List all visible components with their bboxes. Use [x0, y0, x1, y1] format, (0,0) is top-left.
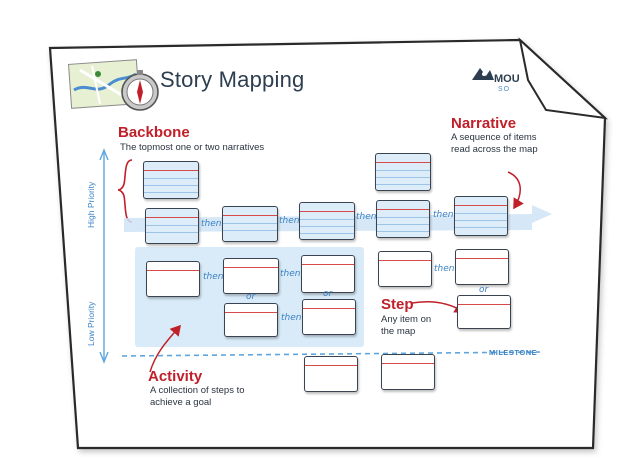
- page-title: Story Mapping: [160, 67, 305, 92]
- compass-icon: [121, 70, 159, 111]
- then-connector: then: [203, 272, 224, 282]
- then-connector: then: [433, 210, 454, 220]
- story-card: [299, 202, 355, 240]
- brand-name: MOU: [494, 73, 520, 85]
- story-card: [302, 299, 356, 335]
- then-connector: then: [280, 269, 301, 279]
- then-connector: then: [356, 212, 377, 222]
- then-connector: then: [281, 313, 302, 323]
- narrative-description-line1: A sequence of items: [451, 132, 537, 143]
- story-card: [454, 196, 508, 236]
- activity-heading: Activity: [148, 368, 203, 385]
- brand-subtitle: SO: [498, 86, 511, 93]
- story-card: [146, 261, 200, 297]
- backbone-description: The topmost one or two narratives: [120, 142, 265, 153]
- milestone-label: MILESTONE: [489, 348, 538, 357]
- story-card: [223, 258, 279, 294]
- or-connector: or: [323, 289, 333, 299]
- story-card: [375, 153, 431, 191]
- story-card: [304, 356, 358, 392]
- activity-arrow: [149, 324, 181, 373]
- then-connector: then: [201, 219, 222, 229]
- activity-description-line1: A collection of steps to: [150, 385, 245, 396]
- story-card: [143, 161, 199, 199]
- narrative-heading: Narrative: [451, 115, 517, 132]
- story-card: [145, 208, 199, 244]
- story-card: [301, 255, 355, 293]
- step-description-line1: Any item on: [381, 314, 432, 325]
- brand-logo-icon: [472, 68, 494, 80]
- narrative-arrow: [507, 171, 524, 210]
- activity-description-line2: achieve a goal: [150, 397, 212, 408]
- then-connector: then: [434, 264, 455, 274]
- narrative-description-line2: read across the map: [451, 144, 538, 155]
- story-card: [378, 251, 432, 287]
- backbone-brace: [117, 159, 133, 223]
- high-priority-label: High Priority: [86, 181, 96, 228]
- or-connector: or: [246, 292, 256, 302]
- story-card: [457, 295, 511, 329]
- story-card: [222, 206, 278, 242]
- step-heading: Step: [381, 296, 414, 313]
- story-card: [376, 200, 430, 238]
- folded-corner: [518, 37, 609, 120]
- low-priority-label: Low Priority: [86, 301, 96, 346]
- or-connector: or: [479, 285, 489, 295]
- step-description-line2: the map: [381, 326, 416, 337]
- then-connector: then: [279, 216, 300, 226]
- story-card: [224, 303, 278, 337]
- story-card: [455, 249, 509, 285]
- milestone-line: [121, 351, 541, 357]
- story-card: [381, 354, 435, 390]
- backbone-heading: Backbone: [118, 124, 190, 141]
